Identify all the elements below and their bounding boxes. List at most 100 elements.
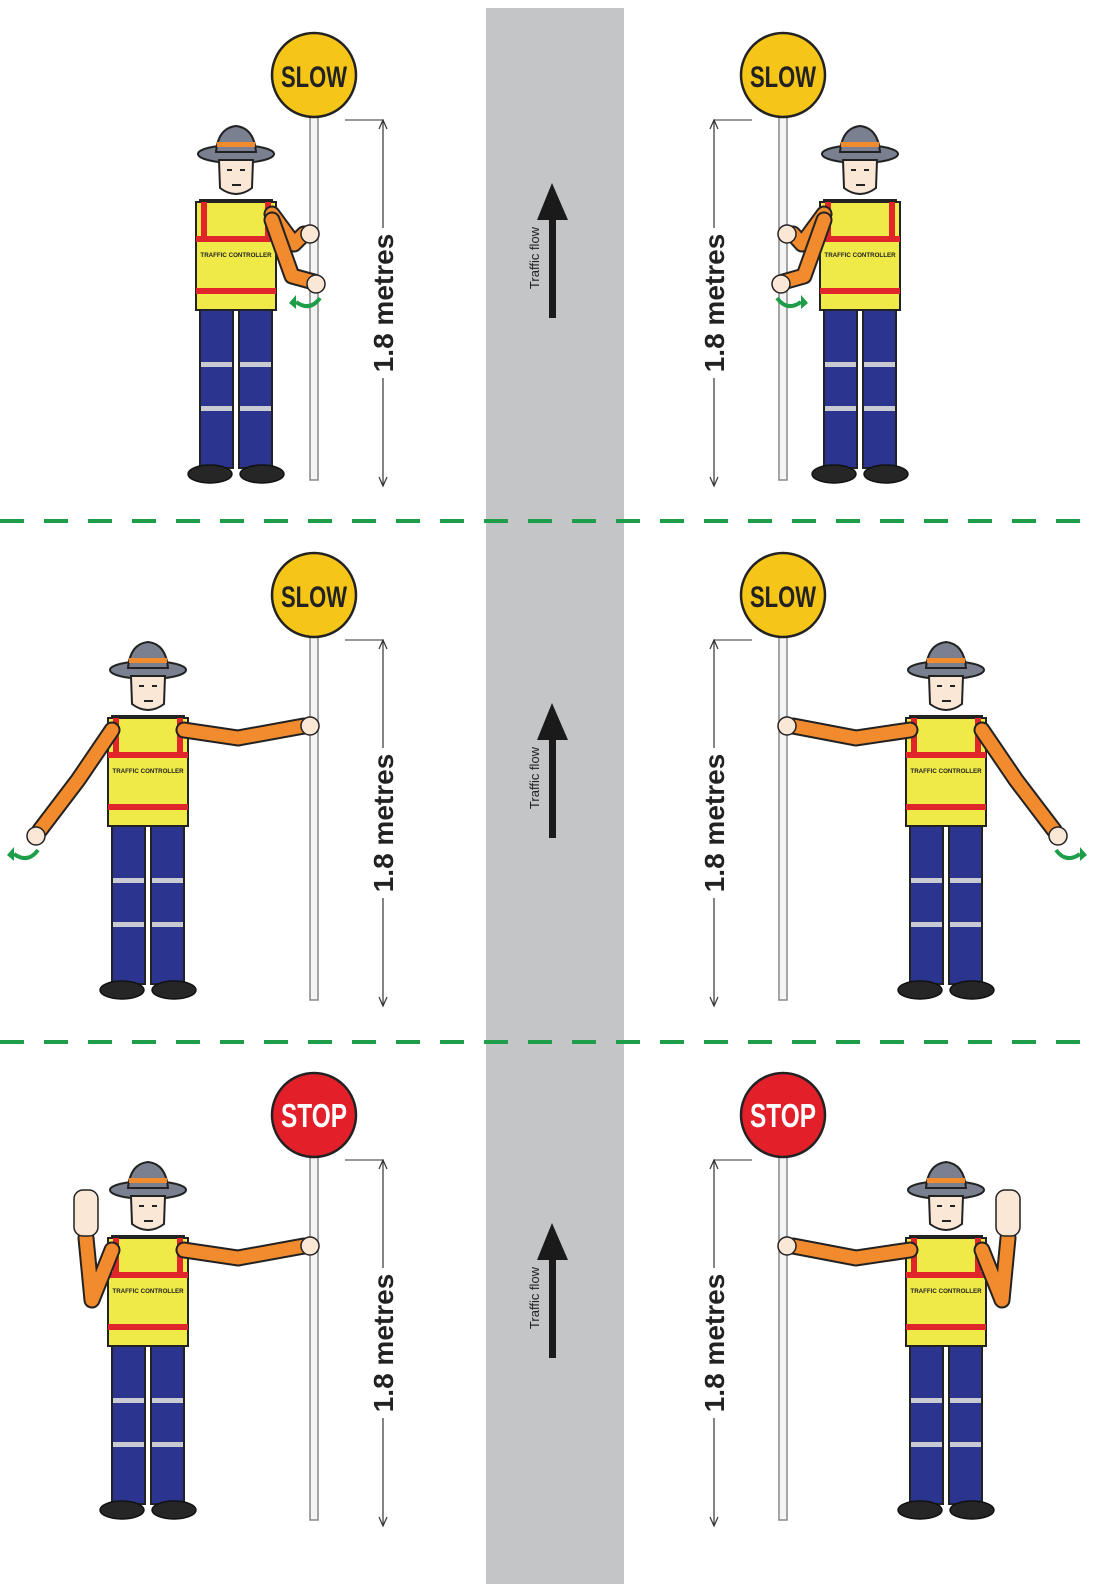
vest-upper-stripe bbox=[196, 236, 276, 242]
stop-sign bbox=[739, 1071, 827, 1159]
measure-label: 1.8 metres bbox=[699, 234, 730, 373]
face bbox=[927, 675, 965, 711]
trouser-reflective-stripe bbox=[911, 1398, 942, 1403]
arm-holding-sign bbox=[177, 1239, 311, 1265]
hand-on-pole bbox=[777, 1236, 797, 1256]
arrow-down-icon bbox=[378, 1516, 388, 1528]
wave-arrow-icon bbox=[294, 296, 322, 309]
trouser-leg bbox=[150, 825, 185, 985]
boot bbox=[811, 464, 857, 484]
vest-lower-stripe bbox=[820, 288, 900, 294]
measure-label-bg bbox=[698, 1268, 730, 1418]
hat-band bbox=[927, 1178, 965, 1183]
hand-on-pole bbox=[777, 716, 797, 736]
slow-sign bbox=[270, 31, 358, 119]
wave-arrow-icon bbox=[1054, 848, 1082, 861]
hand-on-pole bbox=[777, 224, 797, 244]
sign-label: STOP bbox=[281, 1097, 347, 1134]
trouser-reflective-stripe bbox=[864, 406, 895, 411]
trouser-leg bbox=[238, 309, 273, 469]
face bbox=[927, 1195, 965, 1231]
traffic-flow-label: Traffic flow bbox=[527, 226, 542, 289]
arrowhead-icon bbox=[1080, 847, 1087, 861]
hat-crown bbox=[126, 640, 170, 669]
trouser-reflective-stripe bbox=[911, 1442, 942, 1447]
hat-band bbox=[129, 1178, 167, 1183]
trouser-leg bbox=[909, 1345, 944, 1505]
trouser-reflective-stripe bbox=[201, 362, 232, 367]
vest-upper-stripe bbox=[820, 236, 900, 242]
sign-pole bbox=[309, 1144, 319, 1521]
trouser-reflective-stripe bbox=[152, 878, 183, 883]
trouser-reflective-stripe bbox=[152, 922, 183, 927]
arrowhead-icon bbox=[7, 847, 14, 861]
sign-pole bbox=[309, 624, 319, 1001]
trouser-reflective-stripe bbox=[113, 922, 144, 927]
vest-upper-stripe bbox=[108, 1272, 188, 1278]
traffic-flow-indicator: Traffic flow bbox=[527, 703, 568, 838]
raised-palm bbox=[73, 1189, 99, 1237]
trouser-reflective-stripe bbox=[113, 878, 144, 883]
trouser-leg bbox=[150, 1345, 185, 1505]
boot bbox=[99, 980, 145, 1000]
waving-hand bbox=[1048, 826, 1068, 846]
boot bbox=[863, 464, 909, 484]
flow-arrow-shaft bbox=[549, 218, 556, 318]
sign-label: STOP bbox=[750, 1097, 816, 1134]
boot bbox=[99, 1500, 145, 1520]
hat-band bbox=[841, 142, 879, 147]
sign-label: SLOW bbox=[750, 61, 816, 94]
vest-lower-stripe bbox=[196, 288, 276, 294]
trouser-reflective-stripe bbox=[240, 362, 271, 367]
sign-label: SLOW bbox=[281, 61, 347, 94]
measure-label: 1.8 metres bbox=[699, 1274, 730, 1413]
arm-holding-sign bbox=[786, 719, 917, 745]
trouser-reflective-stripe bbox=[950, 1398, 981, 1403]
trouser-leg bbox=[111, 825, 146, 985]
face bbox=[129, 1195, 167, 1231]
trouser-reflective-stripe bbox=[152, 1398, 183, 1403]
trouser-leg bbox=[111, 1345, 146, 1505]
arrow-up-icon bbox=[537, 1223, 568, 1260]
trouser-reflective-stripe bbox=[825, 406, 856, 411]
measure-label-bg bbox=[367, 228, 399, 378]
arrow-up-icon bbox=[709, 1158, 719, 1170]
vest-lower-stripe bbox=[108, 1324, 188, 1330]
trouser-reflective-stripe bbox=[911, 878, 942, 883]
trouser-reflective-stripe bbox=[950, 878, 981, 883]
vest-upper-stripe bbox=[906, 752, 986, 758]
slow-sign bbox=[739, 551, 827, 639]
traffic-flow-label: Traffic flow bbox=[527, 1266, 542, 1329]
arrow-up-icon bbox=[537, 183, 568, 220]
boot bbox=[949, 980, 995, 1000]
arrow-down-icon bbox=[378, 996, 388, 1008]
trouser-reflective-stripe bbox=[911, 922, 942, 927]
waving-hand bbox=[26, 826, 46, 846]
traffic-flow-indicator: Traffic flow bbox=[527, 1223, 568, 1358]
trouser-leg bbox=[948, 825, 983, 985]
arm-raised bbox=[79, 1231, 119, 1307]
trouser-reflective-stripe bbox=[864, 362, 895, 367]
trouser-leg bbox=[823, 309, 858, 469]
arm-holding-sign bbox=[177, 719, 311, 745]
vest-upper-stripe bbox=[906, 1272, 986, 1278]
flow-arrow-shaft bbox=[549, 1258, 556, 1358]
trouser-reflective-stripe bbox=[950, 1442, 981, 1447]
hand-on-pole bbox=[300, 1236, 320, 1256]
trouser-reflective-stripe bbox=[113, 1442, 144, 1447]
hat-crown bbox=[214, 124, 258, 153]
measure-label: 1.8 metres bbox=[368, 754, 399, 893]
arrow-up-icon bbox=[378, 118, 388, 130]
sign-label: SLOW bbox=[750, 581, 816, 614]
vest-label: TRAFFIC CONTROLLER bbox=[200, 252, 272, 259]
hat-crown bbox=[838, 124, 882, 153]
face bbox=[217, 159, 255, 195]
trouser-reflective-stripe bbox=[950, 922, 981, 927]
measure-label: 1.8 metres bbox=[699, 754, 730, 893]
